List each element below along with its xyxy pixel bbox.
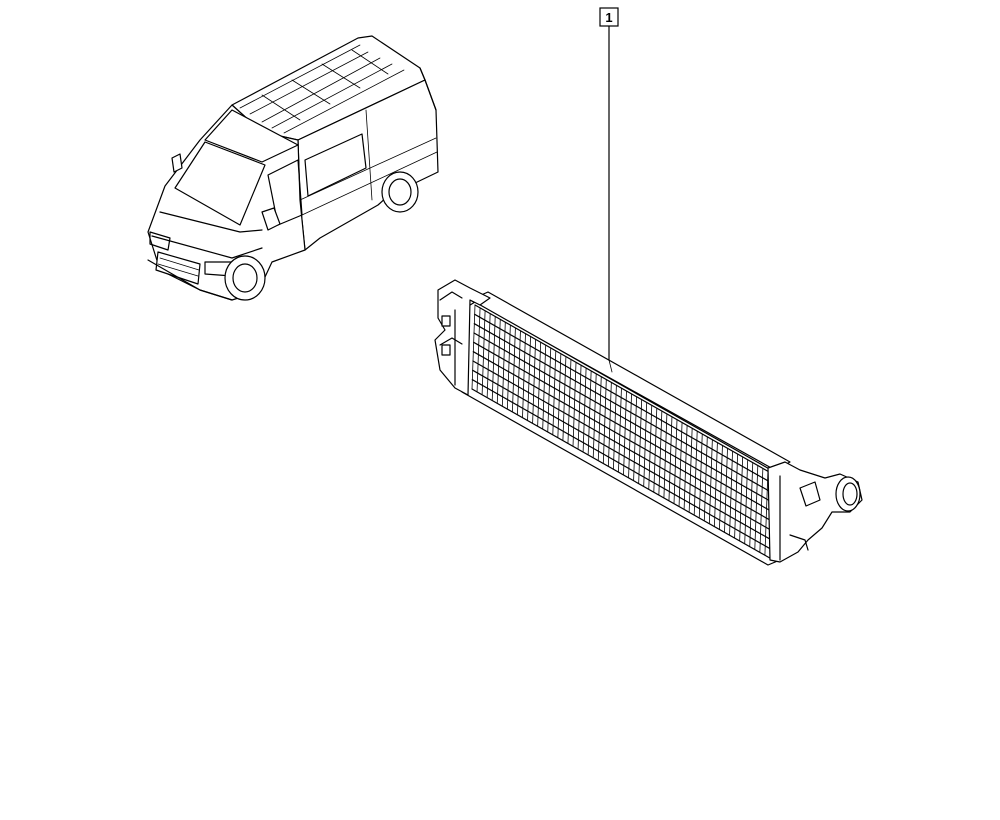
fin-line [628, 393, 632, 479]
fin-line [678, 422, 683, 507]
fin-line [764, 470, 769, 556]
fin-line [567, 359, 572, 444]
fin-line [547, 347, 552, 433]
fin-line [744, 459, 749, 545]
fin-line [613, 384, 617, 470]
fin-line [658, 410, 663, 496]
fin-line [522, 333, 526, 419]
fin-line [653, 407, 658, 493]
fin-line [638, 399, 643, 485]
fin-line [486, 313, 491, 399]
fin-line [542, 344, 547, 430]
fin-line [537, 341, 542, 427]
fin-line [688, 427, 693, 513]
fin-line [602, 379, 607, 464]
tube-line [473, 323, 778, 497]
fin-line [663, 413, 668, 499]
fin-line [501, 321, 506, 407]
fin-line [572, 361, 577, 447]
fin-line [577, 364, 582, 450]
fin-line [592, 373, 597, 459]
fin-line [739, 456, 744, 542]
fin-line [552, 350, 557, 436]
fin-line [729, 450, 733, 536]
fin-line [491, 316, 496, 401]
fin-line [633, 396, 637, 482]
fin-line [496, 318, 501, 404]
tube-line [472, 369, 777, 543]
fin-line [759, 467, 764, 553]
fin-line [562, 356, 567, 442]
van-illustration [147, 35, 439, 301]
fin-line [623, 390, 627, 476]
fin-line [724, 447, 728, 533]
fin-line [698, 433, 703, 519]
fin-line [481, 310, 486, 396]
fin-line [693, 430, 698, 516]
callout-1-label: 1 [605, 10, 612, 25]
tube-line [473, 332, 778, 506]
fin-line [471, 304, 476, 390]
tube-line [473, 341, 778, 515]
fin-line [582, 367, 587, 453]
fin-line [719, 445, 723, 530]
fin-line [703, 436, 708, 522]
fin-line [643, 402, 648, 487]
fin-line [708, 439, 713, 525]
fin-line [749, 462, 754, 548]
fin-line [618, 387, 622, 473]
intercooler-part [434, 279, 863, 566]
fin-line [754, 465, 759, 550]
fin-line [527, 336, 531, 421]
fin-line [532, 338, 536, 424]
fin-line [607, 381, 612, 467]
tube-line [471, 379, 776, 553]
fin-line [734, 453, 738, 539]
core-fins [471, 304, 779, 562]
fin-line [673, 419, 678, 505]
fin-line [557, 353, 562, 439]
fin-line [512, 327, 516, 413]
fin-line [648, 404, 653, 490]
fin-line [517, 330, 521, 416]
fin-line [683, 424, 688, 510]
callout-1[interactable]: 1 [599, 7, 619, 373]
tube-line [471, 388, 776, 562]
tube-line [474, 313, 779, 487]
fin-line [597, 376, 602, 462]
fin-line [714, 442, 718, 527]
core-tubes [471, 304, 779, 562]
tube-line [474, 304, 779, 478]
fin-line [476, 307, 481, 393]
fin-line [668, 416, 673, 502]
fin-line [587, 370, 592, 456]
tube-line [472, 360, 777, 534]
tube-line [472, 351, 777, 525]
fin-line [506, 324, 511, 410]
